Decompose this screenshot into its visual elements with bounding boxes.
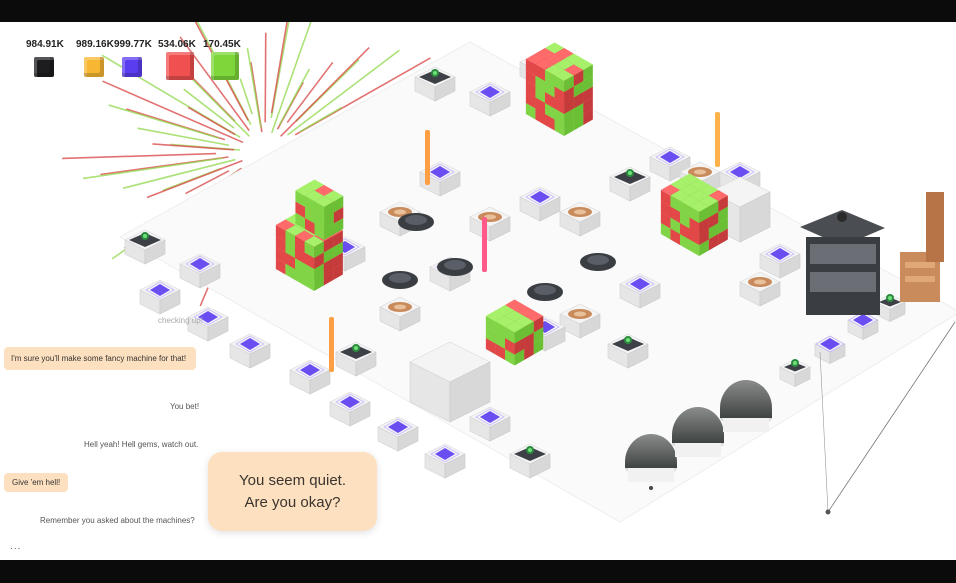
burst-ray [270, 22, 288, 114]
dialogue-line-1: You seem quiet. [238, 471, 347, 489]
satellite-dish[interactable] [580, 253, 616, 271]
gem-generator[interactable] [377, 416, 419, 452]
gem-generator[interactable] [759, 243, 801, 279]
copper-machine[interactable] [379, 296, 421, 332]
gem-stacks-layer [275, 42, 728, 366]
burst-ray [286, 61, 334, 124]
gem-generator[interactable] [847, 311, 879, 340]
chat-message: Hell yeah! Hell gems, watch out. [84, 440, 199, 449]
burst-ray [287, 49, 400, 136]
burst-ray [122, 158, 236, 190]
coolant-tube [329, 317, 334, 372]
factory-scene[interactable] [0, 22, 956, 560]
emitter-pad[interactable] [124, 229, 166, 265]
black-cube-icon [34, 57, 54, 77]
burst-ray [239, 78, 253, 115]
gem-generator[interactable] [179, 253, 221, 289]
gem-generator[interactable] [519, 186, 561, 222]
storage-crate[interactable] [409, 341, 491, 423]
burst-ray [82, 157, 223, 180]
dialogue-line-2: Are you okay? [244, 493, 341, 511]
chat-message: I'm sure you'll make some fancy machine … [4, 347, 196, 370]
burst-ray [179, 36, 250, 132]
yellow-cube-icon [84, 57, 104, 77]
gem-generator[interactable] [469, 406, 511, 442]
gem-generator[interactable] [187, 306, 229, 342]
burst-ray [271, 22, 312, 134]
cable-node [649, 486, 653, 490]
satellite-dish[interactable] [437, 258, 473, 276]
burst-ray [183, 88, 235, 129]
gem-stack[interactable] [525, 42, 593, 137]
satellite-dish[interactable] [527, 283, 563, 301]
resource-count: 989.16K [76, 39, 114, 50]
gem-generator[interactable] [424, 443, 466, 479]
emitter-pad[interactable] [509, 443, 551, 479]
coolant-tube [425, 130, 430, 185]
emitter-pad[interactable] [609, 166, 651, 202]
satellite-dish[interactable] [398, 213, 434, 231]
chat-message: Give 'em hell! [4, 473, 69, 492]
green-cube-icon [211, 52, 239, 80]
cable [827, 321, 956, 513]
gem-generator[interactable] [329, 391, 371, 427]
burst-ray [299, 106, 343, 133]
burst-ray [185, 170, 230, 195]
emitter-pad[interactable] [335, 341, 377, 377]
red-cube-icon [166, 52, 194, 80]
storage-dome[interactable] [672, 407, 724, 457]
burst-ray [108, 104, 220, 139]
burst-ray [137, 127, 230, 147]
burst-ray [278, 68, 311, 126]
copper-machine[interactable] [559, 303, 601, 339]
burst-ray [264, 32, 267, 123]
resource-count: 170.45K [203, 39, 241, 50]
current-dialogue-bubble[interactable]: You seem quiet. Are you okay? [208, 452, 377, 531]
resource-count: 534.06K [158, 39, 196, 50]
cable-node [825, 509, 831, 515]
gem-generator[interactable] [139, 279, 181, 315]
gem-generator[interactable] [289, 359, 331, 395]
chat-message: You bet! [170, 402, 200, 411]
resource-count: 999.77K [114, 39, 152, 50]
coolant-tube [482, 217, 487, 272]
coolant-tube [715, 112, 720, 167]
chat-message: Remember you asked about the machines? [40, 516, 195, 525]
emitter-pad[interactable] [414, 66, 456, 102]
satellite-dish[interactable] [382, 271, 418, 289]
gem-generator[interactable] [814, 335, 846, 364]
storage-dome[interactable] [720, 380, 772, 432]
purple-cube-icon [122, 57, 142, 77]
copper-machine[interactable] [739, 271, 781, 307]
gem-generator[interactable] [229, 333, 271, 369]
emitter-pad[interactable] [779, 359, 811, 387]
burst-ray [246, 48, 262, 128]
storage-dome[interactable] [625, 434, 677, 482]
typing-indicator: ... [10, 541, 22, 552]
gem-stack[interactable] [295, 179, 344, 241]
storage-domes [625, 380, 772, 482]
copper-machine[interactable] [559, 201, 601, 237]
burst-ray [187, 106, 236, 136]
burst-ray [280, 46, 370, 137]
resource-count: 984.91K [26, 39, 64, 50]
burst-ray [62, 152, 217, 160]
cable [819, 351, 829, 513]
gem-generator[interactable] [619, 273, 661, 309]
burst-ray [146, 159, 243, 199]
gem-stack[interactable] [660, 173, 728, 257]
gem-generator[interactable] [649, 146, 691, 182]
chat-ghost-line: checking up! [158, 316, 203, 325]
burst-ray [152, 143, 235, 151]
burst-ray [102, 80, 244, 144]
emitter-pad[interactable] [607, 333, 649, 369]
gem-generator[interactable] [469, 81, 511, 117]
gem-stack[interactable] [485, 299, 544, 366]
copper-furnace[interactable] [900, 192, 944, 302]
tower-machine[interactable] [800, 210, 885, 315]
